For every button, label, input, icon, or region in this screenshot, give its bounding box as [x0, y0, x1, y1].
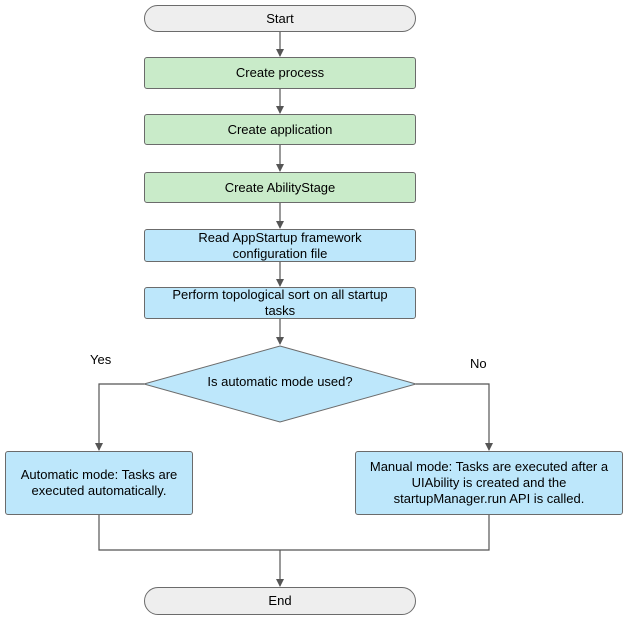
end-node: End [144, 587, 416, 615]
arrow-yes-branch [95, 383, 144, 451]
manual-mode-label-line2: UIAbility is created and the [411, 475, 567, 490]
yes-label: Yes [90, 352, 112, 367]
create-process-node: Create process [144, 57, 416, 89]
create-abilitystage-label: Create AbilityStage [224, 179, 336, 195]
create-application-label: Create application [227, 121, 333, 137]
decision-label: Is automatic mode used? [207, 374, 353, 389]
automatic-mode-label-line2: executed automatically. [31, 483, 167, 498]
manual-mode-label-line1: Manual mode: Tasks are executed after a [369, 459, 609, 474]
manual-mode-label-line3: startupManager.run API is called. [393, 491, 585, 506]
start-label: Start [266, 10, 294, 26]
start-node: Start [144, 5, 416, 32]
create-process-label: Create process [235, 65, 325, 80]
create-application-node: Create application [144, 114, 416, 145]
manual-mode-node: Manual mode: Tasks are executed after a … [355, 451, 623, 515]
read-config-label-line2: configuration file [232, 245, 328, 261]
end-label: End [268, 593, 292, 608]
no-label: No [470, 356, 487, 371]
topo-sort-label-line2: tasks [264, 303, 296, 318]
create-abilitystage-node: Create AbilityStage [144, 172, 416, 203]
automatic-mode-label-line1: Automatic mode: Tasks are [20, 467, 178, 482]
read-config-node: Read AppStartup framework configuration … [144, 229, 416, 262]
arrow-no-branch [416, 383, 493, 451]
merge-line-from-manual [280, 515, 490, 551]
automatic-mode-node: Automatic mode: Tasks are executed autom… [5, 451, 193, 515]
decision-diamond [142, 345, 418, 423]
topo-sort-label-line1: Perform topological sort on all startup [172, 287, 388, 302]
topo-sort-node: Perform topological sort on all startup … [144, 287, 416, 319]
read-config-label-line1: Read AppStartup framework [198, 229, 362, 245]
merge-line-from-auto [98, 515, 280, 551]
